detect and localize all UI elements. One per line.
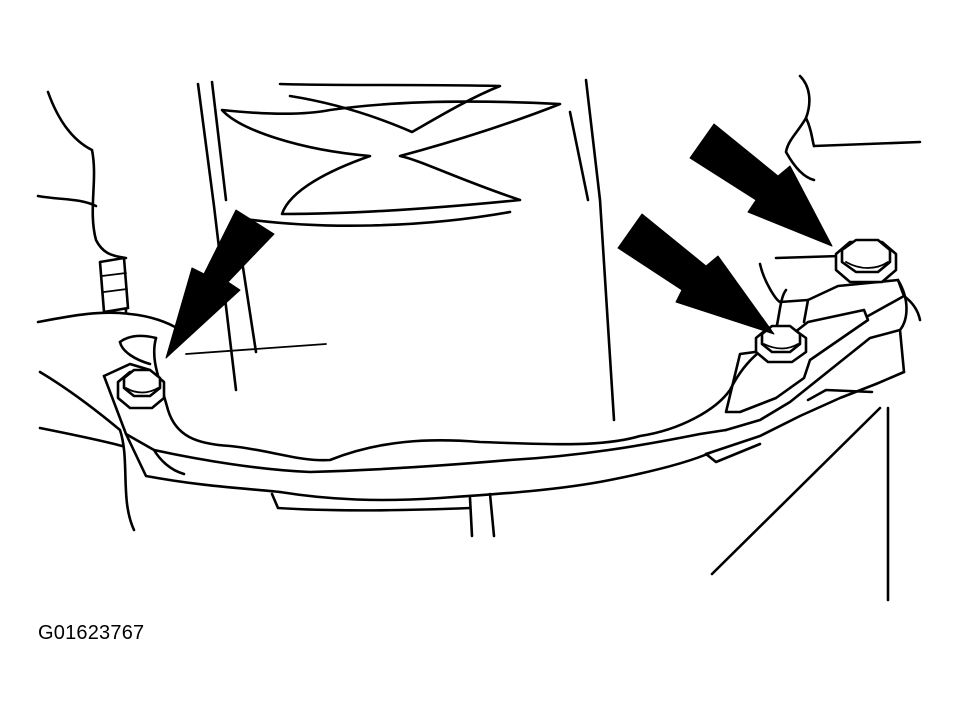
housing-flange [102,362,728,538]
left-bracket-nut [98,256,130,314]
arrow-right-icon [689,123,833,247]
right-background-housing [758,74,922,304]
bolt-left [116,368,166,410]
figure-id-label: G01623767 [38,622,145,644]
bolt-right [834,238,898,284]
arrow-left-icon [165,209,275,359]
arrow-center-icon [617,213,775,335]
crossmember [185,78,616,422]
bolt-center [754,324,808,364]
cover-plate [118,288,788,462]
